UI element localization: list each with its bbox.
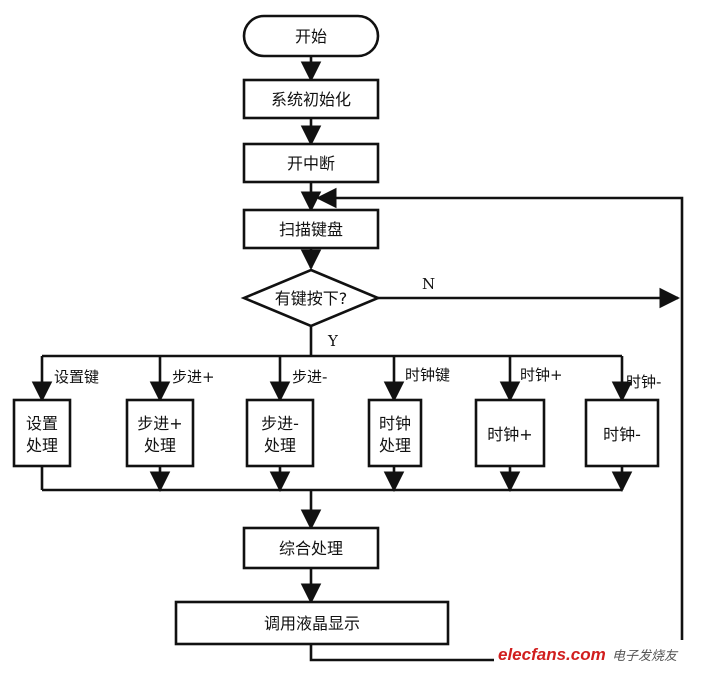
interrupt-label: 开中断 — [287, 154, 335, 173]
process-clock-plus-box — [474, 398, 546, 468]
start-terminator — [242, 14, 380, 58]
edge-label-clock-minus: 时钟- — [626, 373, 661, 391]
combine-label: 综合处理 — [279, 539, 343, 558]
init-box — [242, 78, 380, 120]
display-label: 调用液晶显示 — [264, 614, 360, 633]
start-label: 开始 — [295, 27, 327, 46]
process-clock-key-label-line2: 处理 — [379, 436, 411, 455]
process-clock-plus-label: 时钟+ — [487, 425, 532, 444]
process-set-box — [12, 398, 72, 468]
process-set-label-line1: 设置 — [26, 414, 58, 433]
edge-label-clock-plus: 时钟+ — [520, 366, 563, 384]
process-set-label-line2: 处理 — [26, 436, 58, 455]
init-label: 系统初始化 — [271, 90, 351, 109]
edge-label-clock-key: 时钟键 — [405, 366, 450, 384]
decision-diamond — [240, 268, 382, 328]
scan-box — [242, 208, 380, 250]
edge-label-step-minus: 步进- — [292, 368, 327, 386]
process-step-plus-label-line2: 处理 — [144, 436, 176, 455]
process-clock-key-label-line1: 时钟 — [379, 414, 411, 433]
watermark-site: elecfans.com — [498, 645, 606, 664]
combine-box — [242, 526, 380, 570]
edge-label-set: 设置键 — [54, 368, 99, 386]
process-clock-minus-box — [584, 398, 660, 468]
edge-label-step-plus: 步进+ — [172, 368, 215, 386]
watermark-background — [494, 640, 702, 666]
scan-label: 扫描键盘 — [279, 220, 343, 239]
edge-label-no: N — [422, 275, 435, 293]
process-step-minus-label-line2: 处理 — [264, 436, 296, 455]
process-step-minus-box — [245, 398, 315, 468]
process-step-minus-label-line1: 步进- — [261, 414, 299, 433]
process-clock-minus-label: 时钟- — [603, 425, 641, 444]
interrupt-box — [242, 142, 380, 184]
process-step-plus-box — [125, 398, 195, 468]
process-step-plus-label-line1: 步进+ — [137, 414, 182, 433]
process-clock-key-box — [367, 398, 423, 468]
watermark-name: 电子发烧友 — [612, 649, 679, 664]
decision-label: 有键按下? — [275, 289, 348, 308]
display-box — [174, 600, 450, 646]
edge-label-yes: Y — [327, 332, 339, 350]
